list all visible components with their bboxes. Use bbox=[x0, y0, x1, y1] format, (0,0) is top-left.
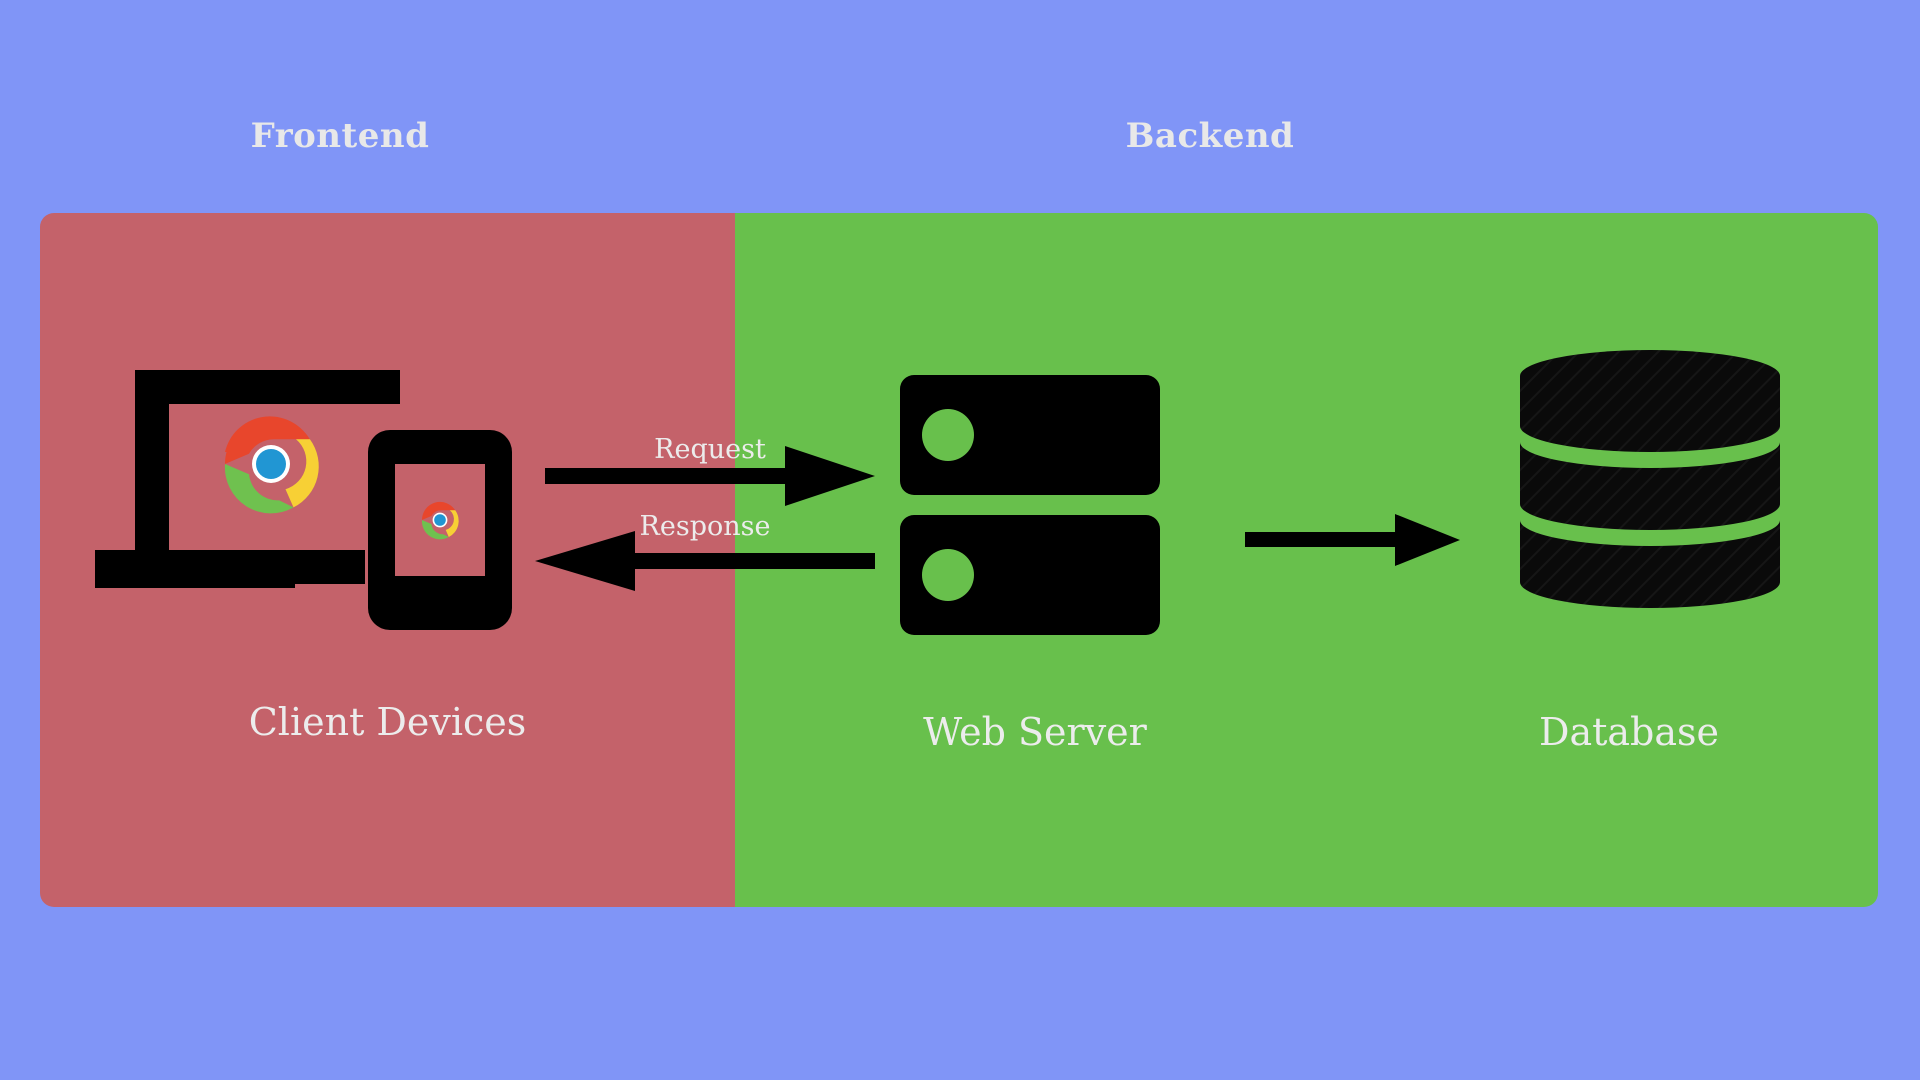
arrow-response: Response bbox=[535, 511, 875, 591]
backend-heading: Backend bbox=[1125, 116, 1295, 156]
server-unit-bottom bbox=[900, 515, 1160, 635]
database-cylinder-icon bbox=[1520, 350, 1780, 608]
arrow-response-label: Response bbox=[639, 511, 771, 542]
arrow-server-to-database bbox=[1245, 510, 1460, 570]
chrome-logo-small-icon bbox=[421, 501, 459, 540]
database-icon-wrap bbox=[1520, 350, 1840, 670]
server-rack-icons bbox=[900, 375, 1200, 675]
server-unit-top bbox=[900, 375, 1160, 495]
web-server-label: Web Server bbox=[923, 710, 1147, 754]
db-segment-middle bbox=[1520, 442, 1780, 530]
server-rack-icon bbox=[900, 375, 1160, 635]
db-segment-bottom bbox=[1520, 520, 1780, 608]
node-web-server: Web Server bbox=[735, 370, 1335, 754]
client-devices-label: Client Devices bbox=[248, 700, 527, 744]
node-database: Database bbox=[1380, 340, 1878, 754]
database-label: Database bbox=[1538, 710, 1720, 754]
db-segment-top bbox=[1520, 350, 1780, 452]
frontend-heading: Frontend bbox=[250, 116, 430, 156]
arrow-request-label: Request bbox=[654, 434, 766, 465]
arrow-server-db-icon bbox=[1245, 514, 1460, 566]
arrow-request: Request bbox=[545, 434, 875, 510]
arrow-response-icon bbox=[535, 531, 875, 591]
laptop-icon bbox=[95, 370, 400, 588]
chrome-logo-icon bbox=[224, 416, 319, 514]
smartphone-icon bbox=[368, 430, 512, 630]
arrow-request-icon bbox=[545, 446, 875, 506]
node-client-devices: Client Devices bbox=[40, 370, 735, 744]
client-devices-icon-group bbox=[95, 370, 512, 630]
client-device-icons bbox=[95, 370, 515, 630]
